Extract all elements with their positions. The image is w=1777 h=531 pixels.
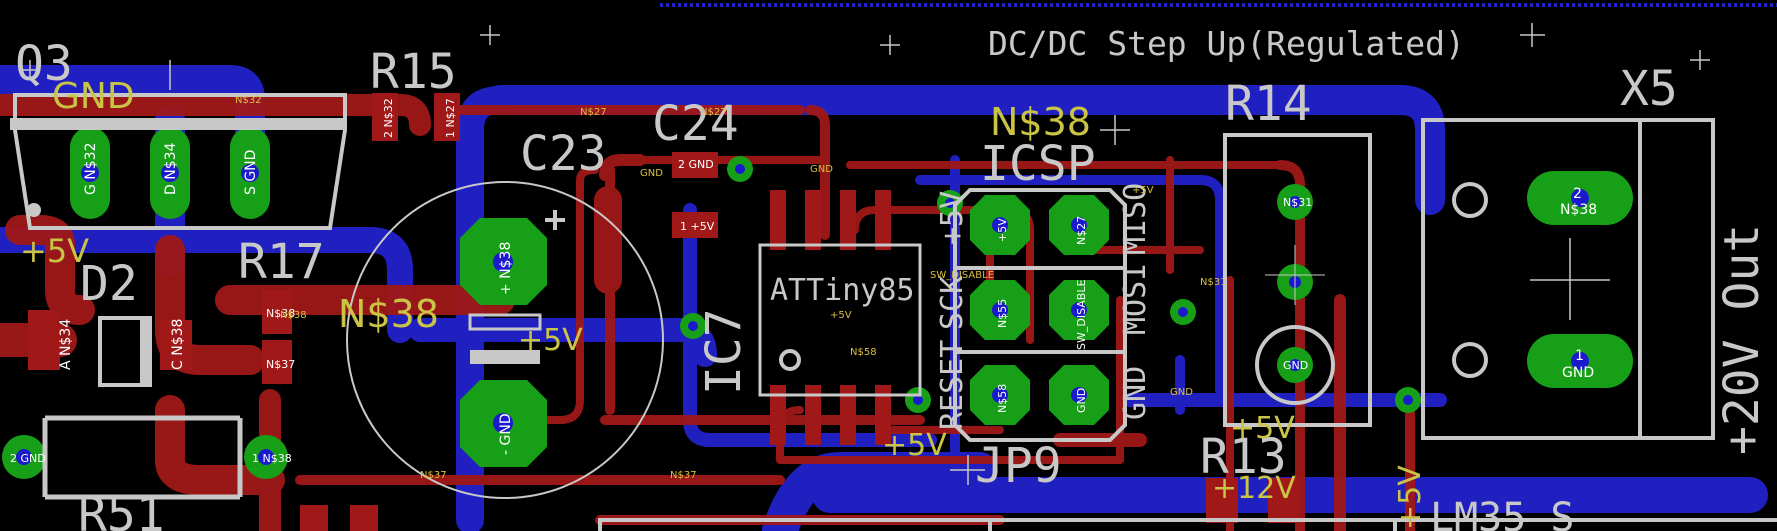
net-n38-top: N$38 <box>990 100 1091 144</box>
board-title: DC/DC Step Up(Regulated) <box>988 24 1465 63</box>
label-r13: R13 <box>1200 429 1287 485</box>
pad-r51-2: 1 N$38 <box>252 452 292 465</box>
smd-pads <box>28 93 1300 531</box>
trace-n38: N$38 <box>280 310 307 321</box>
net-gnd-q3: GND <box>52 76 135 117</box>
trace-gnd-b: GND <box>1170 387 1193 398</box>
pad-c24-1: 1 +5V <box>680 220 715 233</box>
trace-plus5v-a: +5V <box>1132 185 1154 196</box>
trace-n32: N$32 <box>235 95 262 106</box>
pad-q3-s: S GND <box>243 150 259 195</box>
pad-r15-2: 2 N$32 <box>382 98 395 138</box>
pad-x5-pin1-net: GND <box>1562 365 1594 381</box>
pad-r15-1: 1 N$27 <box>444 98 457 138</box>
pad-icsp-4: SW_DISABLE <box>1075 280 1088 350</box>
label-icsp: ICSP <box>980 136 1096 192</box>
net-plus5v-r14: +5V <box>1230 411 1295 446</box>
icsp-pin-mosi: MOSI <box>1118 263 1153 335</box>
trace-gnd-a: GND <box>810 164 833 175</box>
trace-n37-a: N$37 <box>670 470 697 481</box>
pad-q3-d: D N$34 <box>163 142 179 195</box>
trace-n58: N$58 <box>850 347 877 358</box>
output-label: +20V Out <box>1714 224 1770 455</box>
icsp-pin-sck: SCK <box>935 276 970 330</box>
drill-holes <box>16 164 1589 465</box>
pad-icsp-5: N$58 <box>996 384 1009 413</box>
icsp-pin-gnd: GND <box>1118 366 1153 420</box>
trace-n27-a: N$27 <box>580 107 607 118</box>
net-plus5v-ic: +5V <box>882 428 947 463</box>
label-ic7: IC7 <box>696 308 752 395</box>
pad-icsp-2: N$27 <box>1075 216 1088 245</box>
pad-x5-pin1-num: 1 <box>1575 348 1584 364</box>
label-q3: Q3 <box>15 36 73 92</box>
trace-plus5v-b: +5V <box>830 310 852 321</box>
icsp-pin-miso: MISO <box>1118 183 1153 255</box>
trace-n27-b: N$27 <box>700 107 727 118</box>
pad-d2-a: A N$34 <box>58 319 74 370</box>
icsp-pin-reset: RESET <box>935 340 970 430</box>
trace-n37-b: N$37 <box>420 470 447 481</box>
pad-q3-g: G N$32 <box>83 143 99 196</box>
pad-c23-neg: - GND <box>498 413 514 455</box>
pad-c23-pos: + N$38 <box>498 242 514 295</box>
label-r14: R14 <box>1225 76 1312 132</box>
trace-sw-disable: SW_DISABLE <box>930 270 994 281</box>
label-lm: LM35 S <box>1430 495 1575 531</box>
label-r51: R51 <box>78 487 165 531</box>
pad-x5-pin2-net: N$38 <box>1560 202 1597 218</box>
net-plus5v-vert: +5V <box>1393 465 1428 530</box>
label-c24: C24 <box>652 96 739 152</box>
pad-r51-1: 2 GND <box>10 452 46 465</box>
pad-icsp-3: N$55 <box>996 299 1009 328</box>
pad-icsp-1: +5V <box>996 218 1009 242</box>
net-n38-mid: N$38 <box>338 292 439 336</box>
pad-d2-c: C N$38 <box>170 319 186 370</box>
label-c23: C23 <box>520 126 607 182</box>
pad-x5-pin2-num: 2 <box>1573 186 1582 202</box>
label-r17: R17 <box>238 234 325 290</box>
label-jp9: JP9 <box>975 438 1062 494</box>
pad-r17-2: N$37 <box>266 358 295 371</box>
pad-c24-2: 2 GND <box>678 158 714 171</box>
pad-r14-1: N$31 <box>1283 196 1312 209</box>
trace-gnd-c: GND <box>640 168 663 179</box>
pad-r17-1: N$38 <box>266 307 295 320</box>
label-r15: R15 <box>370 44 457 100</box>
net-plus12v: +12V <box>1212 471 1296 506</box>
pad-r14-2: GND <box>1283 359 1308 372</box>
trace-n31: N$31 <box>1200 277 1227 288</box>
net-plus5v-left: +5V <box>20 232 89 270</box>
label-attiny: ATTiny85 <box>770 273 915 308</box>
label-d2: D2 <box>80 256 138 312</box>
pad-icsp-6: GND <box>1075 388 1088 413</box>
origin-marks <box>20 23 1710 485</box>
label-x5: X5 <box>1620 61 1678 117</box>
silkscreen-outlines <box>10 3 1777 531</box>
icsp-pin-plus5v: +5V <box>935 191 970 245</box>
net-plus5v-c23: +5V <box>518 323 583 358</box>
